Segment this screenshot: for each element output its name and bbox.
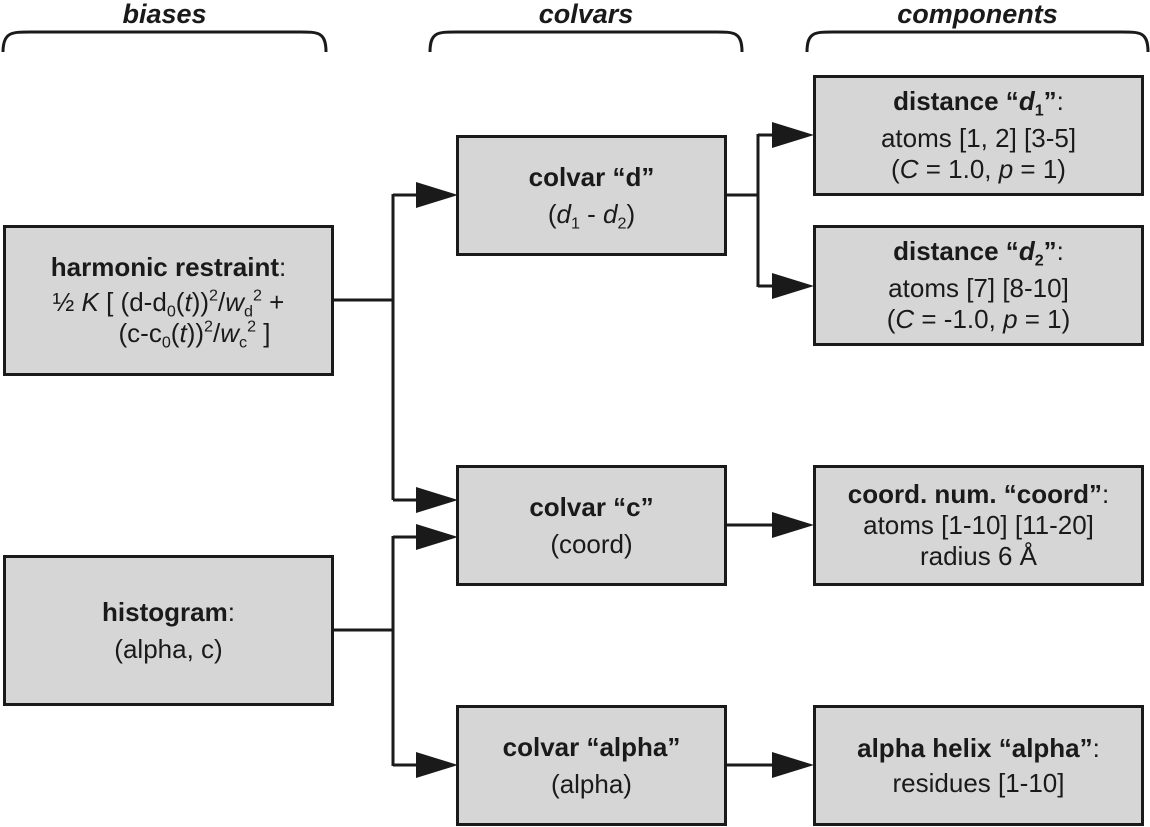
colvar-c: colvar “c” (coord): [456, 465, 727, 586]
brace-components: [805, 30, 1150, 53]
wire-harmonic-trunk: [333, 194, 395, 500]
component-d1-params: (C = 1.0, p = 1): [891, 154, 1066, 184]
arrow-head: [772, 752, 814, 778]
wire-d-trunk: [726, 134, 760, 287]
component-coord-atoms: atoms [1-10] [11-20]: [863, 510, 1094, 540]
colvar-alpha: colvar “alpha” (alpha): [456, 705, 727, 826]
brace-biases: [1, 30, 328, 53]
component-coord-num: coord. num. “coord”: atoms [1-10] [11-20…: [813, 465, 1144, 586]
header-colvars: colvars: [538, 0, 634, 29]
component-alpha-residues: residues [1-10]: [892, 767, 1065, 798]
wire-histogram-trunk: [333, 536, 395, 766]
arrow-head: [772, 273, 814, 299]
bias-harmonic-restraint: harmonic restraint: ½ K [ (d-d0(t))2/wd2…: [3, 225, 334, 376]
component-coord-title: coord. num. “coord”:: [847, 479, 1110, 509]
component-alpha-title: alpha helix “alpha”:: [857, 732, 1100, 763]
component-distance-d1: distance “d1”: atoms [1, 2] [3-5] (C = 1…: [813, 75, 1144, 196]
colvar-alpha-expression: (alpha): [551, 768, 632, 799]
arrow-head: [416, 752, 458, 778]
bias-harmonic-title: harmonic restraint:: [50, 252, 287, 282]
arrow-head: [772, 512, 814, 538]
arrow-head: [416, 487, 458, 513]
brace-colvars: [428, 30, 744, 53]
component-coord-radius: radius 6 Å: [919, 541, 1038, 571]
bias-histogram: histogram: (alpha, c): [3, 555, 334, 706]
component-d2-title: distance “d2”:: [893, 236, 1064, 270]
colvar-d-expression: (d1 - d2): [547, 198, 636, 233]
component-d2-params: (C = -1.0, p = 1): [886, 304, 1071, 334]
arrow-head: [416, 524, 458, 550]
component-d1-title: distance “d1”:: [893, 86, 1064, 120]
colvar-c-expression: (coord): [550, 528, 633, 559]
bias-histogram-args: (alpha, c): [114, 633, 223, 664]
component-d2-atoms: atoms [7] [8-10]: [888, 273, 1069, 303]
bias-harmonic-formula-line2: (c-c0(t))2/wc2 ]: [118, 317, 271, 352]
component-alpha-helix: alpha helix “alpha”: residues [1-10]: [813, 705, 1144, 826]
header-components: components: [897, 0, 1058, 29]
arrow-head: [772, 122, 814, 148]
arrow-head: [416, 182, 458, 208]
colvar-alpha-title: colvar “alpha”: [502, 731, 681, 762]
component-d1-atoms: atoms [1, 2] [3-5]: [880, 123, 1077, 153]
colvar-c-title: colvar “c”: [529, 491, 654, 522]
colvar-d: colvar “d” (d1 - d2): [456, 135, 727, 256]
colvar-d-title: colvar “d”: [528, 161, 655, 192]
bias-harmonic-formula-line1: ½ K [ (d-d0(t))2/wd2 +: [52, 286, 285, 321]
component-distance-d2: distance “d2”: atoms [7] [8-10] (C = -1.…: [813, 225, 1144, 346]
header-biases: biases: [122, 0, 207, 29]
bias-histogram-title: histogram:: [102, 596, 235, 627]
